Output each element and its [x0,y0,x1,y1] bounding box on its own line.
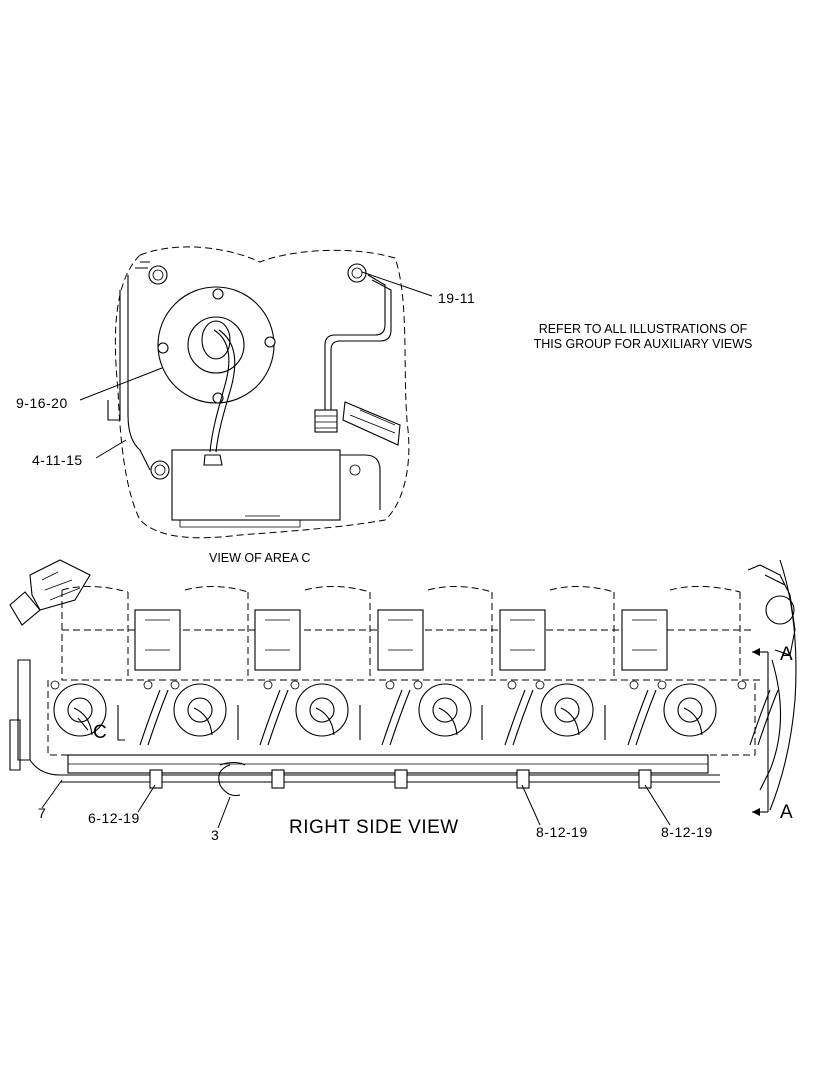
callout-7: 7 [38,805,46,821]
note-line-2: THIS GROUP FOR AUXILIARY VIEWS [534,337,753,351]
leader-9-16-20 [79,367,163,401]
area-marker-c: C [93,722,107,743]
leader-6-12-19 [137,784,156,813]
section-marker-a-top: A [780,644,793,665]
bolt-top-left [135,261,168,285]
leader-4-11-15 [95,439,127,459]
bracket-right [342,401,401,446]
right-end-housing [747,564,796,656]
auxiliary-note: REFER TO ALL ILLUSTRATIONS OF THIS GROUP… [534,322,753,351]
leader-3 [217,796,231,829]
injector-flange-5 [540,683,594,737]
harness-loop [218,764,241,797]
callout-4-11-15: 4-11-15 [32,452,83,468]
left-end-bracket [29,559,91,611]
callout-8-12-19-a: 8-12-19 [536,824,588,840]
wire-harness [209,329,230,453]
bolt-lower-left [150,460,170,480]
tube-fitting [314,409,338,433]
callout-19-11: 19-11 [438,290,475,306]
section-cut-a [752,648,769,816]
callout-9-16-20: 9-16-20 [16,395,68,411]
injector-flange-6 [663,683,717,737]
injector-flange-2 [173,683,227,737]
note-line-1: REFER TO ALL ILLUSTRATIONS OF [539,322,748,336]
rail-clamps [149,769,652,789]
fuel-rail [60,754,720,783]
leader-8-12-19-b [644,784,671,826]
callout-6-12-19: 6-12-19 [88,810,140,826]
callout-3: 3 [211,827,219,843]
fuel-tubes [117,689,779,746]
leader-19-11 [361,271,433,297]
fuel-tube [324,274,386,412]
injector-flange [157,286,276,404]
injector-flange-3 [295,683,349,737]
bolt-top-right [347,263,367,283]
cylinder-head-block [47,680,756,756]
leader-8-12-19-a [521,784,541,826]
leader-7 [41,779,63,809]
fuel-rail-block [171,449,381,528]
leader-area-c [77,717,89,731]
injector-flange-4 [418,683,472,737]
injector-flange-1 [53,683,107,737]
detail-outline [114,246,410,539]
injector-flanges [53,683,717,737]
callout-8-12-19-b: 8-12-19 [661,824,713,840]
bolt-row [50,680,747,690]
mount-bracket [127,275,151,471]
detail-view-area-c: 19-11 9-16-20 4-11-15 VIEW OF AREA C [16,246,475,565]
right-side-view-title: RIGHT SIDE VIEW [289,817,459,838]
section-marker-a-bottom: A [780,802,793,823]
right-side-view: C A A 7 6-12-19 3 8-12-19 8-12-19 RIGHT … [9,559,797,843]
detail-view-title: VIEW OF AREA C [209,551,310,565]
rocker-brackets [134,609,668,671]
